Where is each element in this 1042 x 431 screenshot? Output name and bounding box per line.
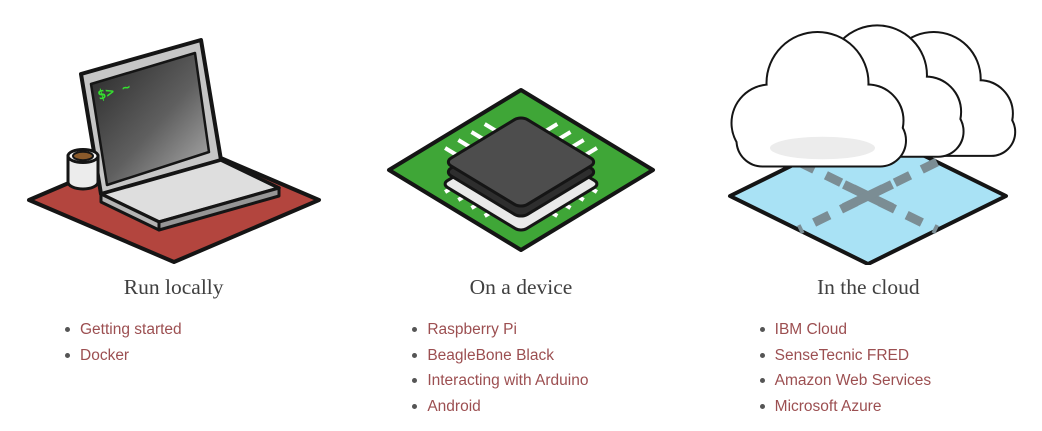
heading-run-locally: Run locally [123,275,224,299]
list-item: Docker [64,343,347,369]
list-item: Microsoft Azure [759,394,1042,420]
link-amazon-web-services[interactable]: Amazon Web Services [774,372,932,389]
chip-body-top [445,116,598,209]
column-on-a-device: On a device Raspberry Pi BeagleBone Blac… [347,0,694,431]
chip-icon [442,116,600,232]
list-item: BeagleBone Black [412,343,694,369]
cloud-front-icon [733,33,906,166]
laptop-icon [78,38,281,232]
link-beaglebone-black[interactable]: BeagleBone Black [427,346,554,364]
illustration-run-locally: $> ~ [0,0,347,265]
heading-in-the-cloud: In the cloud [816,275,920,299]
list-item: IBM Cloud [759,317,1042,343]
link-sensetecnic-fred[interactable]: SenseTecnic FRED [774,346,910,364]
illustration-in-the-cloud [695,0,1042,265]
link-interacting-with-arduino[interactable]: Interacting with Arduino [427,372,589,389]
link-ibm-cloud[interactable]: IBM Cloud [774,321,848,338]
links-list-run-locally: Getting started Docker [0,317,347,368]
dashed-cross-lines [797,157,940,235]
list-item: Android [412,394,694,420]
column-in-the-cloud: In the cloud IBM Cloud SenseTecnic FRED … [695,0,1042,431]
heading-on-a-device: On a device [469,275,573,299]
link-microsoft-azure[interactable]: Microsoft Azure [774,397,882,415]
laptop-base-edge-left [99,192,161,232]
link-android[interactable]: Android [427,397,481,415]
list-item: Raspberry Pi [412,317,694,343]
illustration-on-a-device [347,0,694,265]
cloud-illustration [728,0,1018,265]
list-item: Getting started [64,317,347,343]
chip-illustration [386,88,655,252]
links-list-in-the-cloud: IBM Cloud SenseTecnic FRED Amazon Web Se… [695,317,1042,419]
list-item: SenseTecnic FRED [759,343,1042,369]
coffee-mug-icon [66,148,100,191]
links-list-on-a-device: Raspberry Pi BeagleBone Black Interactin… [347,317,694,419]
column-run-locally: $> ~ Run locally Getting started Docker [0,0,347,431]
laptop-screen [89,51,210,187]
laptop-illustration: $> ~ [26,38,321,264]
link-getting-started[interactable]: Getting started [80,321,182,338]
link-raspberry-pi[interactable]: Raspberry Pi [427,321,517,338]
link-docker[interactable]: Docker [80,346,130,364]
list-item: Interacting with Arduino [412,368,694,394]
list-item: Amazon Web Services [759,368,1042,394]
